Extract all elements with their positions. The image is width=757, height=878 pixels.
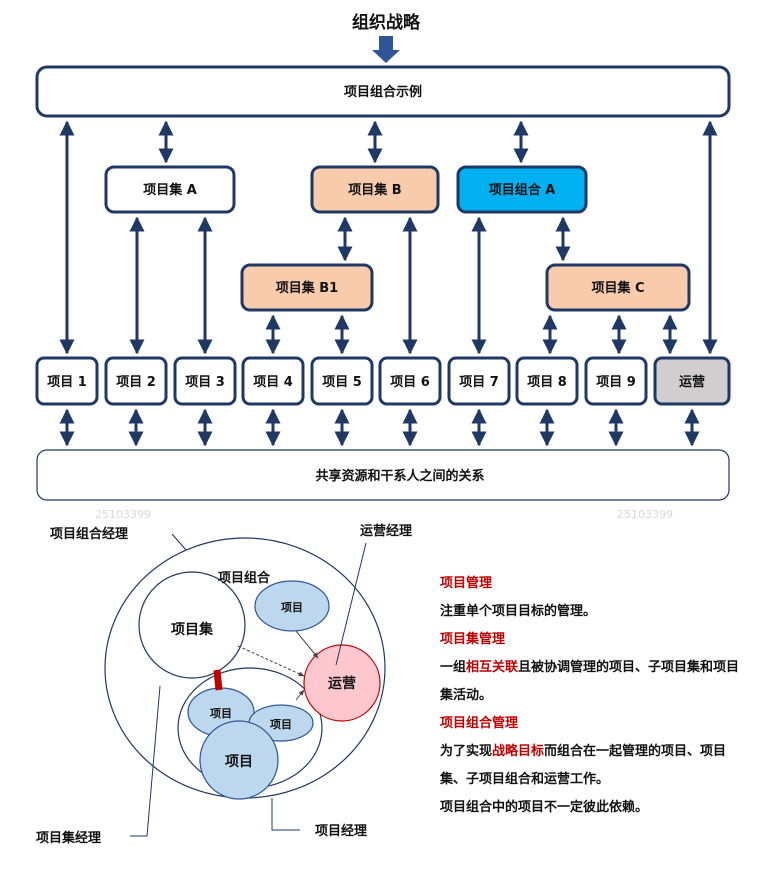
connector-arrows	[59, 120, 718, 447]
project-5-label: 项目 5	[322, 375, 362, 390]
project-9-box	[584, 356, 648, 406]
strategy-down-arrow	[372, 36, 400, 63]
project-4-label: 项目 4	[253, 375, 293, 390]
program-a-label: 项目集 A	[143, 182, 197, 198]
project-manager-label: 项目经理	[315, 823, 367, 839]
watermark-left: 25103399	[95, 508, 151, 521]
project-3-box	[173, 356, 237, 406]
program-b-box	[310, 165, 440, 214]
program-manager-label: 项目集经理	[36, 830, 101, 846]
project-big-circle	[199, 720, 279, 800]
project-6-label: 项目 6	[390, 375, 430, 390]
project-7-label: 项目 7	[459, 375, 499, 390]
project-3-label: 项目 3	[185, 375, 225, 390]
portfolio-a-box	[456, 165, 588, 214]
arrow-project-to-operations	[295, 630, 319, 659]
program-b1-box	[240, 263, 374, 312]
program-b1-label: 项目集 B1	[276, 280, 338, 296]
project-small-label: 项目	[281, 601, 303, 614]
operations-manager-label: 运营经理	[360, 523, 412, 539]
portfolio-a-label: 项目组合 A	[489, 182, 556, 198]
portfolio-management-heading: 项目组合管理	[440, 716, 519, 731]
program-b-label: 项目集 B	[348, 182, 401, 198]
project-management-text: 注重单个项目目标的管理。	[440, 604, 597, 619]
program-text-a: 一组	[440, 660, 467, 675]
project-8-box	[515, 356, 579, 406]
project-small-circle	[254, 580, 330, 632]
description-panel: 项目管理 注重单个项目目标的管理。 项目集管理 一组相互关联且被协调管理的项目、…	[440, 570, 740, 822]
shared-resources-box	[36, 449, 730, 501]
project-b-label: 项目	[270, 718, 292, 731]
portfolio-text-b: 而组合在一起管理的项目、项目集、子项目组合和运营工作。	[440, 744, 727, 787]
portfolio-example-label: 项目组合示例	[344, 84, 422, 100]
leader-operations-manager	[335, 542, 367, 666]
program-circle	[138, 571, 246, 679]
portfolio-text-highlight: 战略目标	[492, 744, 545, 759]
program-project-link	[213, 669, 223, 691]
portfolio-note-text: 项目组合中的项目不一定彼此依赖。	[440, 800, 649, 815]
portfolio-management-text: 为了实现战略目标而组合在一起管理的项目、项目集、子项目组合和运营工作。	[440, 738, 740, 794]
portfolio-manager-label: 项目组合经理	[50, 526, 128, 542]
project-a-label: 项目	[210, 707, 232, 720]
project-9-label: 项目 9	[596, 375, 636, 390]
shared-resources-label: 共享资源和干系人之间的关系	[315, 468, 484, 484]
leader-program-manager	[130, 685, 161, 837]
venn-diagram: 项目组合经理 项目组合 运营经理 项目集 项目 运营 项目 项目 项目 项目集经…	[36, 523, 412, 846]
program-text-highlight: 相互关联	[466, 660, 519, 675]
program-a-box	[104, 165, 236, 214]
arrow-program-to-operations	[237, 645, 305, 677]
leader-portfolio-manager	[171, 533, 187, 551]
portfolio-text-a: 为了实现	[440, 744, 493, 759]
operations-inner-label: 运营	[328, 675, 356, 692]
program-text-b: 且被协调管理的项目、子项目集和项目集活动。	[440, 660, 740, 703]
program-label: 项目集	[171, 621, 214, 638]
portfolio-label: 项目组合	[218, 570, 271, 586]
project-1-label: 项目 1	[47, 375, 87, 390]
program-management-heading: 项目集管理	[440, 632, 506, 647]
watermark-right: 25103399	[617, 508, 673, 521]
project-2-box	[104, 356, 168, 406]
project-management-heading: 项目管理	[440, 576, 493, 591]
project-4-box	[241, 356, 305, 406]
project-2-label: 项目 2	[116, 375, 156, 390]
project-8-label: 项目 8	[527, 375, 567, 390]
program-management-text: 一组相互关联且被协调管理的项目、子项目集和项目集活动。	[440, 654, 740, 710]
project-1-box	[35, 356, 99, 406]
program-c-label: 项目集 C	[591, 280, 644, 296]
project-row: 项目 1 项目 2 项目 3 项目 4 项目 5 项目 6 项目 7 项目 8 …	[35, 356, 731, 406]
project-7-box	[447, 356, 511, 406]
operations-box	[653, 356, 731, 406]
project-big-label: 项目	[225, 754, 253, 770]
operations-label: 运营	[679, 374, 705, 390]
arrow-group-to-operations	[295, 689, 305, 701]
program-c-box	[545, 263, 691, 312]
operations-circle	[303, 644, 381, 722]
portfolio-example-box	[35, 65, 731, 118]
title-organization-strategy: 组织战略	[352, 12, 421, 33]
leader-project-manager	[271, 798, 300, 831]
project-6-box	[378, 356, 442, 406]
project-5-box	[310, 356, 374, 406]
